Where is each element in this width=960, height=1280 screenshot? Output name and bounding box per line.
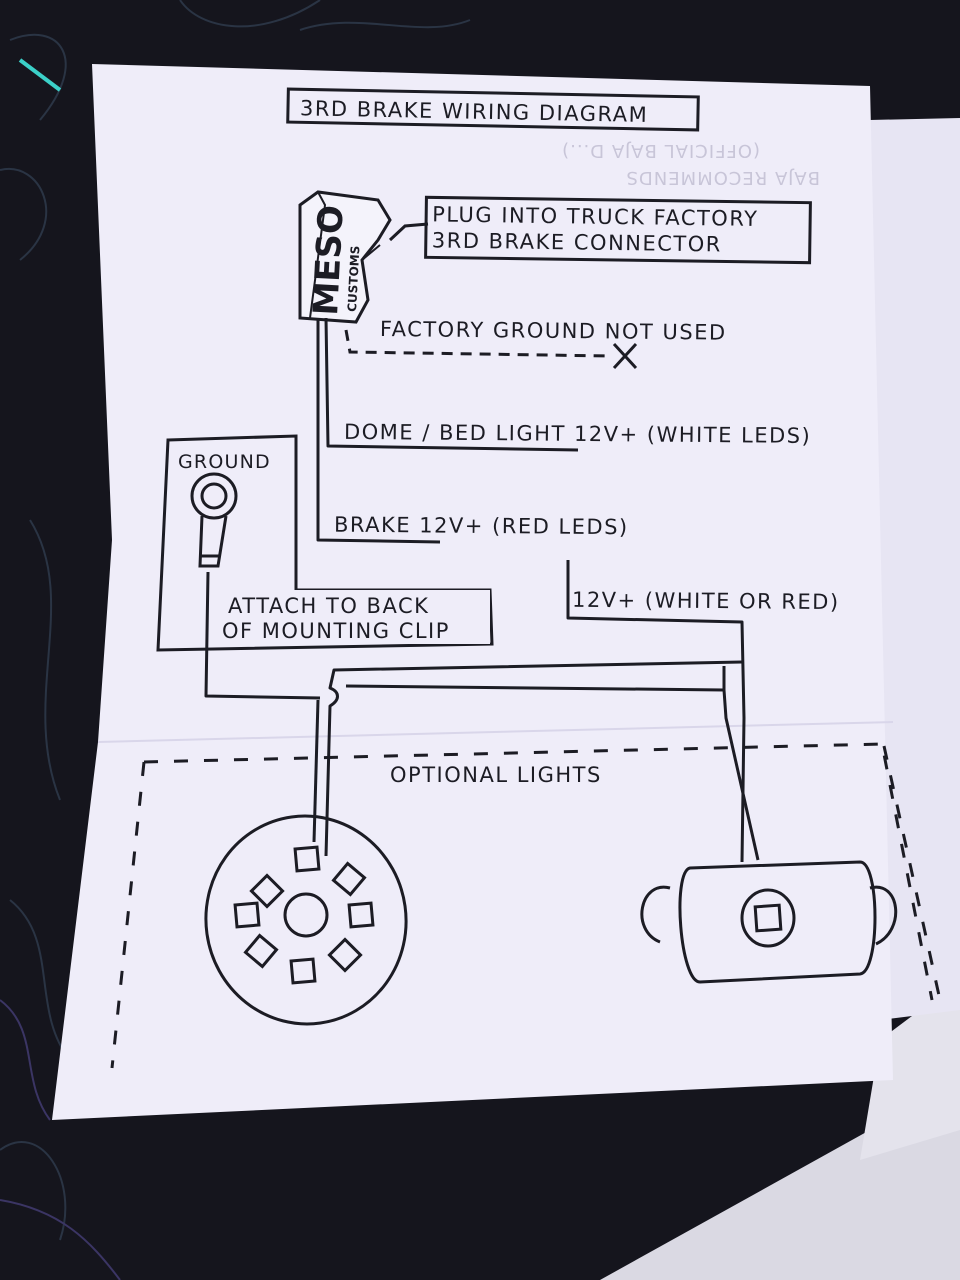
- ground-ring-terminal-icon: [190, 472, 238, 568]
- mat-contours: [0, 0, 471, 1241]
- round-light-feed-2: [312, 699, 320, 843]
- factory-ground-x-mark: [612, 342, 638, 370]
- sheet-shadow-fold: [97, 721, 894, 743]
- svg-text:BAJA RECOMMENDS: BAJA RECOMMENDS: [626, 167, 821, 188]
- optional-lights-dashed-right: [882, 745, 942, 1001]
- connector-logo-line2: CUSTOMS: [345, 245, 362, 312]
- title-box: [286, 87, 700, 132]
- connector-callout-box: [424, 195, 812, 265]
- attach-callout-box: [218, 590, 490, 644]
- ground-attach-line1: ATTACH TO BACK: [228, 594, 429, 618]
- pod-led-light-icon: [640, 860, 898, 984]
- brake-wire-label: BRAKE 12V+ (RED LEDS): [334, 513, 629, 540]
- ground-attach-line2: OF MOUNTING CLIP: [222, 619, 450, 643]
- svg-text:(OFFICIAL BAJA D...): (OFFICIAL BAJA D...): [561, 140, 760, 161]
- dome-wire: [324, 317, 579, 452]
- bleed-through-text: (OFFICIAL BAJA D...) BAJA RECOMMENDS: [561, 140, 820, 188]
- round-led-light-icon: [204, 814, 408, 1026]
- factory-ground-note: FACTORY GROUND NOT USED: [380, 317, 727, 345]
- cyan-accent: [18, 58, 62, 92]
- round-light-feed: [324, 660, 743, 857]
- twelve-v-wire: [566, 560, 746, 863]
- mat-contours-purple: [0, 999, 121, 1280]
- connector-callout-line1: PLUG INTO TRUCK FACTORY: [432, 202, 759, 231]
- wiring: [204, 317, 760, 863]
- brake-wire: [316, 318, 441, 544]
- pod-light-feed: [722, 689, 760, 861]
- optional-lights-dashed-boundary: [110, 742, 934, 1069]
- truck-connector-module: MESO CUSTOMS: [298, 190, 392, 324]
- connector-callout-leader: [388, 222, 429, 242]
- twelve-v-wire-label: 12V+ (WHITE OR RED): [572, 588, 840, 614]
- dome-wire-label: DOME / BED LIGHT 12V+ (WHITE LEDS): [344, 420, 811, 448]
- white-surface-2: [860, 980, 960, 1160]
- ground-label: GROUND: [178, 451, 271, 473]
- factory-ground-dashed-wire: [344, 329, 611, 358]
- ground-wire: [204, 571, 321, 700]
- optional-lights-label: OPTIONAL LIGHTS: [390, 763, 602, 787]
- connector-callout-line2: 3RD BRAKE CONNECTOR: [432, 228, 722, 256]
- connector-logo-line1: MESO: [306, 204, 352, 316]
